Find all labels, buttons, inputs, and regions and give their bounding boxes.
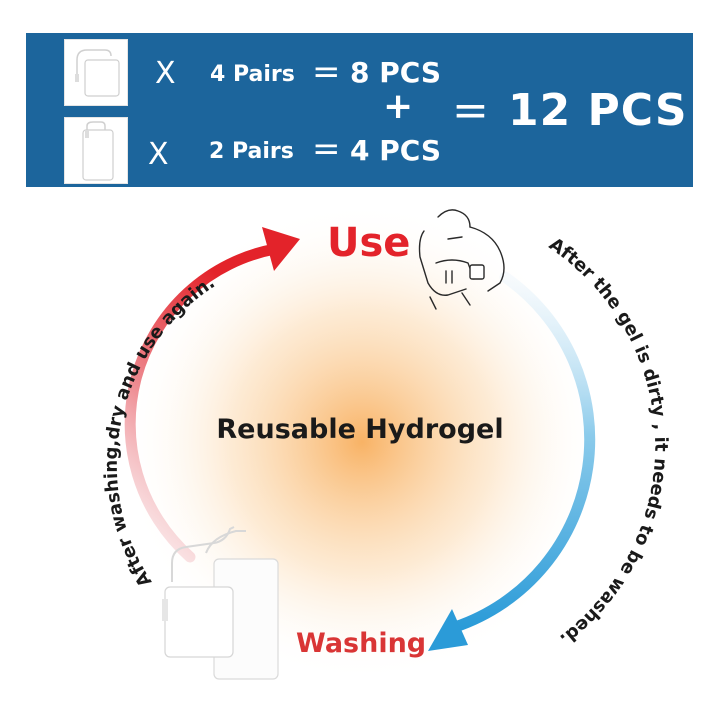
pcs-banner: X 4 Pairs = 8 PCS + X 2 Pairs = 4 PCS = … [26, 33, 693, 187]
total-equals: = [452, 85, 489, 136]
row1-pairs: 4 Pairs [210, 62, 295, 87]
person-with-device-illustration [418, 209, 505, 310]
total-pcs: 12 PCS [508, 85, 688, 136]
row2-equals: = [312, 129, 341, 169]
row1-multiplier: X [155, 56, 176, 91]
row1-equals: = [312, 52, 341, 92]
reuse-cycle-diagram: After washing,dry and use again. After t… [0, 187, 720, 720]
row2-pairs: 2 Pairs [209, 139, 294, 164]
square-pad-thumbnail [64, 39, 128, 106]
rectangle-pad-icon [82, 121, 114, 181]
row2-result: 4 PCS [350, 134, 441, 167]
row2-multiplier: X [148, 137, 169, 172]
hydrogel-pads-illustration [162, 526, 279, 680]
washing-label: Washing [296, 628, 427, 659]
plus-sign: + [383, 86, 414, 127]
row1-result: 8 PCS [350, 56, 441, 89]
use-label: Use [327, 220, 411, 266]
reusable-hydrogel-label: Reusable Hydrogel [216, 414, 504, 445]
right-wash-arrow [428, 271, 596, 651]
rectangle-pad-thumbnail [64, 117, 128, 184]
square-pad-icon [75, 49, 120, 97]
left-return-arrow [124, 227, 300, 563]
cycle-graphic: After washing,dry and use again. After t… [101, 202, 671, 682]
